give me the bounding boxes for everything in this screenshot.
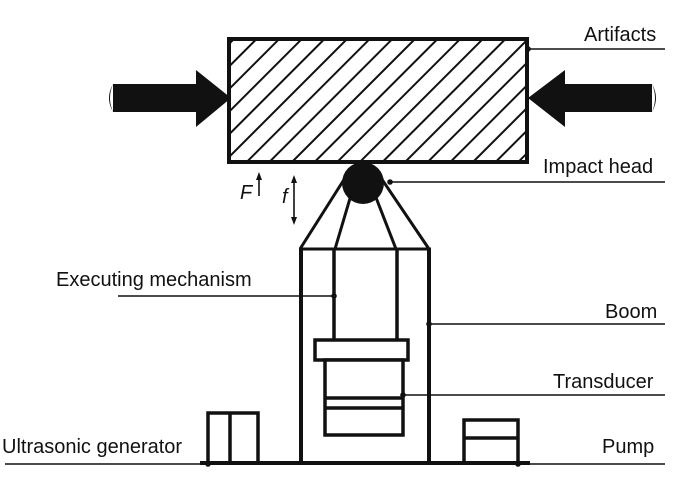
executing-mechanism-label: Executing mechanism	[56, 269, 252, 291]
ultrasonic-generator-label: Ultrasonic generator	[2, 436, 183, 458]
artifacts-label: Artifacts	[584, 24, 657, 46]
impact-head-ball	[342, 162, 384, 204]
right-clamp-arrow	[528, 70, 656, 127]
horn-lines	[298, 177, 431, 251]
boom-frame	[299, 249, 431, 463]
frequency-symbol-label: f	[282, 186, 288, 208]
force-symbol-label: F	[240, 182, 253, 204]
boom-label: Boom	[605, 301, 658, 323]
transducer-assembly	[313, 338, 410, 437]
artifacts-block	[227, 37, 529, 164]
force-arrow	[256, 172, 262, 196]
transducer-label: Transducer	[553, 371, 654, 393]
impact-head-label: Impact head	[543, 156, 654, 178]
frequency-double-arrow	[291, 175, 297, 225]
pump-label: Pump	[602, 436, 655, 458]
leader-lines	[5, 46, 665, 467]
ultrasonic-generator-box	[206, 411, 260, 465]
executing-mechanism-rods	[332, 249, 399, 341]
pump-box	[462, 418, 520, 465]
left-clamp-arrow	[109, 70, 231, 127]
